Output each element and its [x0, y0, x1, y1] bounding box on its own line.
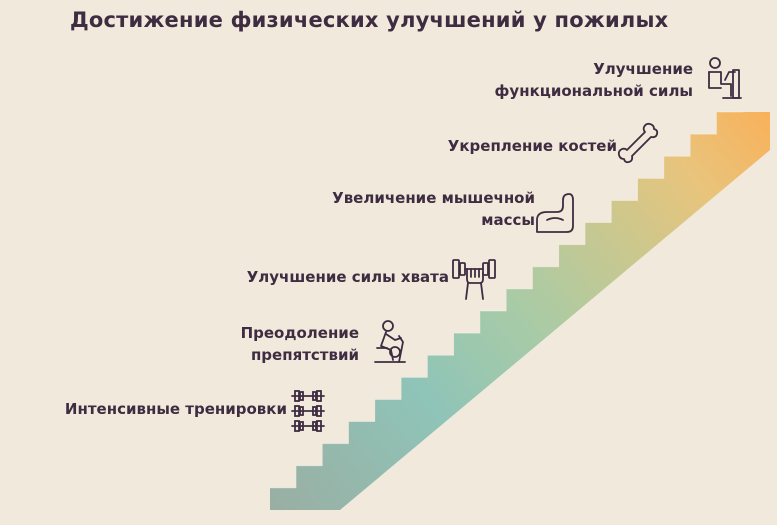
bone-icon	[616, 121, 660, 167]
hand-grip-dumbbell-icon	[450, 255, 498, 303]
staircase-body	[270, 112, 770, 510]
label-grip-strength: Улучшение силы хвата	[246, 268, 449, 286]
label-intensive-training: Интенсивные тренировки	[64, 400, 287, 418]
label-bone-strength: Укрепление костей	[447, 137, 617, 155]
stationary-bike-icon	[367, 318, 411, 366]
label-overcoming-obstacles: Преодоление препятствий	[240, 324, 359, 364]
label-muscle-mass: Увеличение мышечной массы	[332, 189, 535, 229]
person-chair-icon	[703, 56, 743, 104]
page-title: Достижение физических улучшений у пожилы…	[70, 8, 669, 32]
label-functional-strength: Улучшение функциональной силы	[494, 60, 693, 100]
flexed-arm-icon	[533, 190, 577, 236]
dumbbell-rack-icon	[288, 388, 328, 434]
